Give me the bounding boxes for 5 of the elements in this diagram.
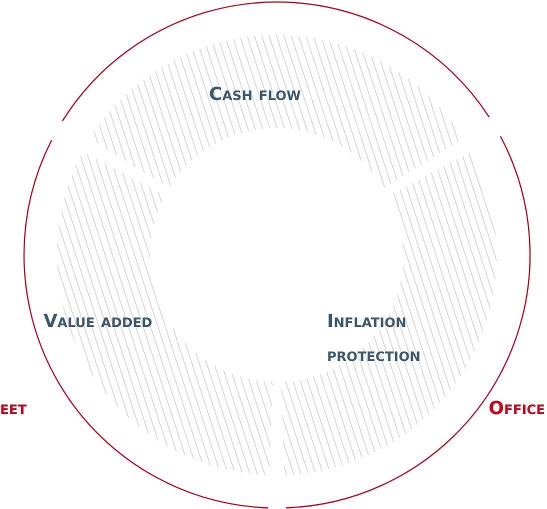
segment-label: Inflation protection — [326, 310, 422, 368]
category-label: Office — [488, 398, 545, 419]
segment-label: Value added — [44, 310, 152, 334]
category-label: eet — [0, 398, 27, 419]
segment-label: Cash flow — [208, 83, 301, 107]
